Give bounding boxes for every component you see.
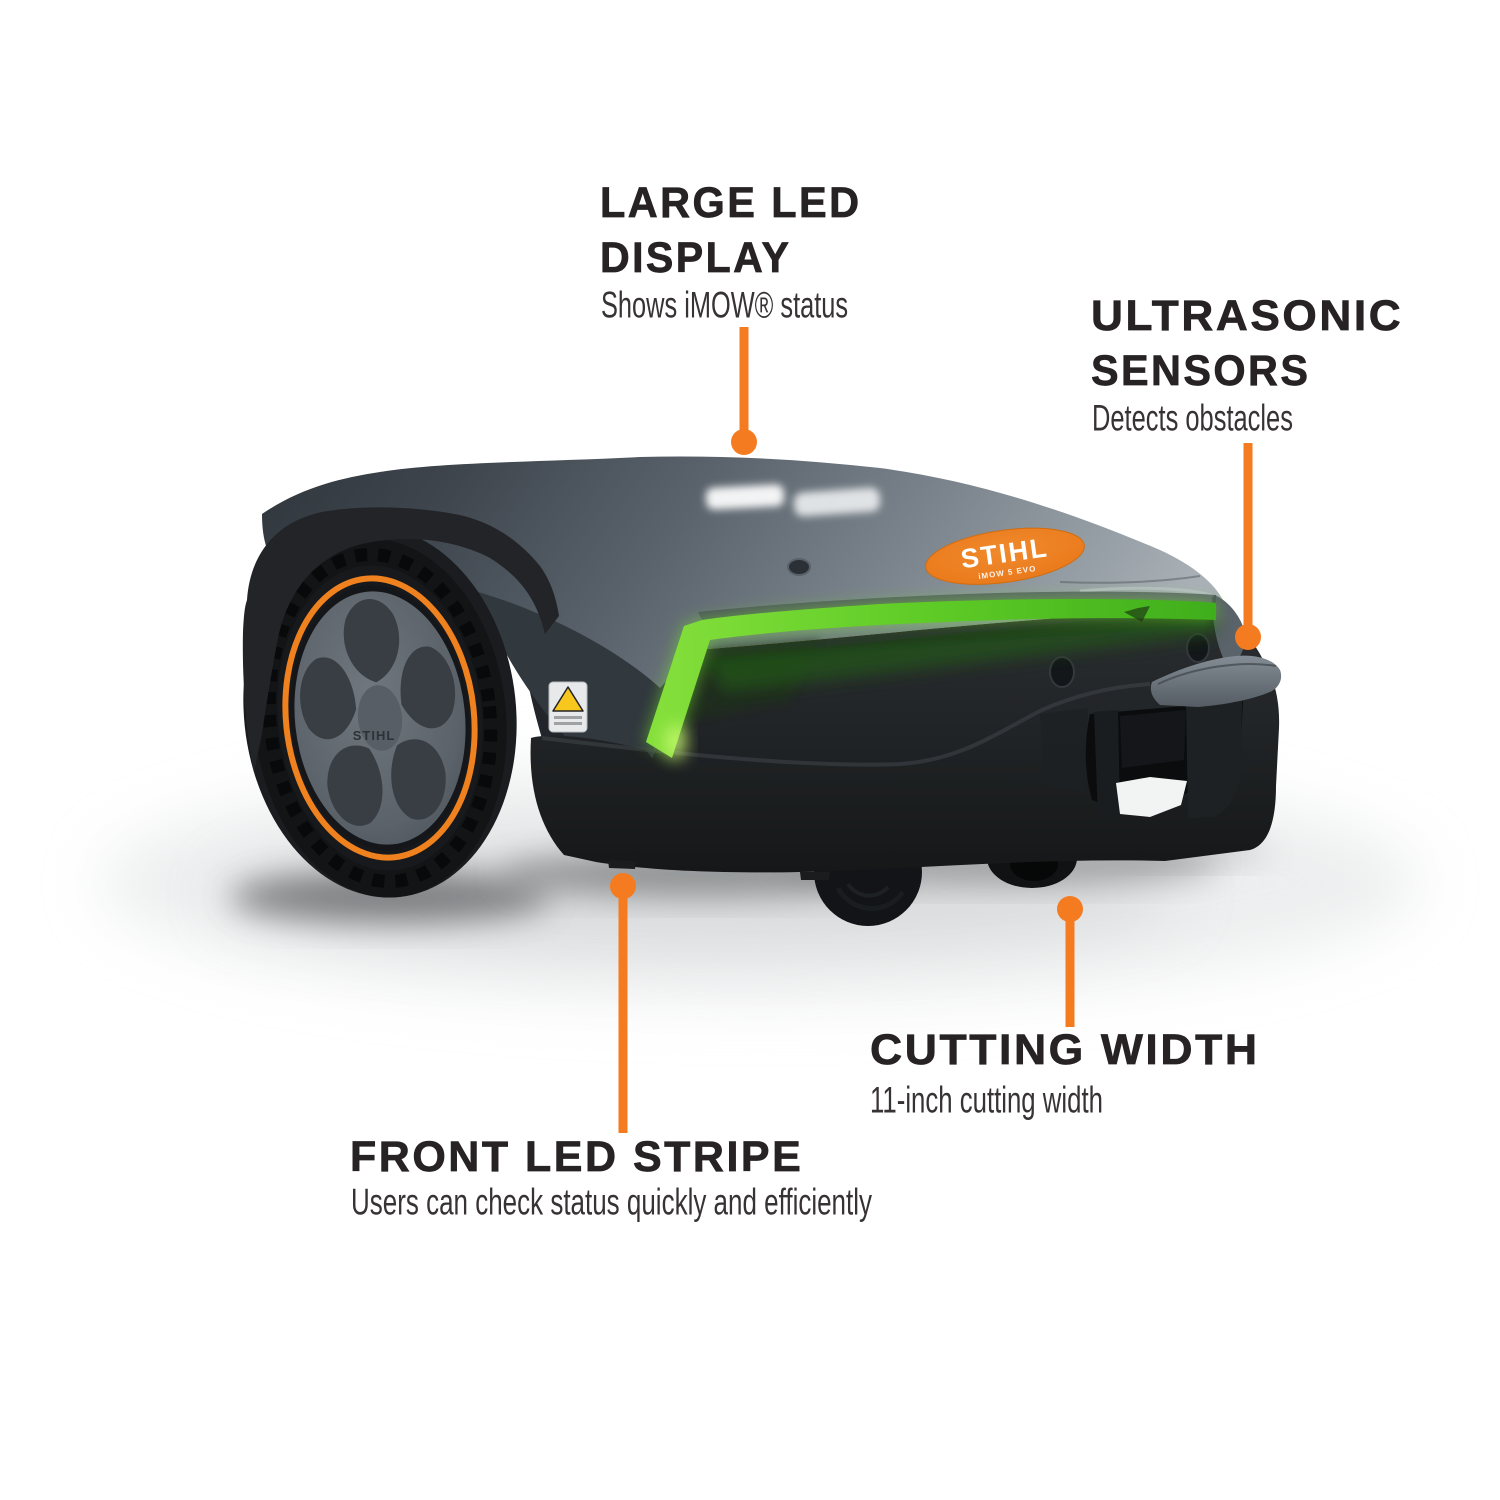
- svg-text:STIHL: STIHL: [353, 728, 396, 743]
